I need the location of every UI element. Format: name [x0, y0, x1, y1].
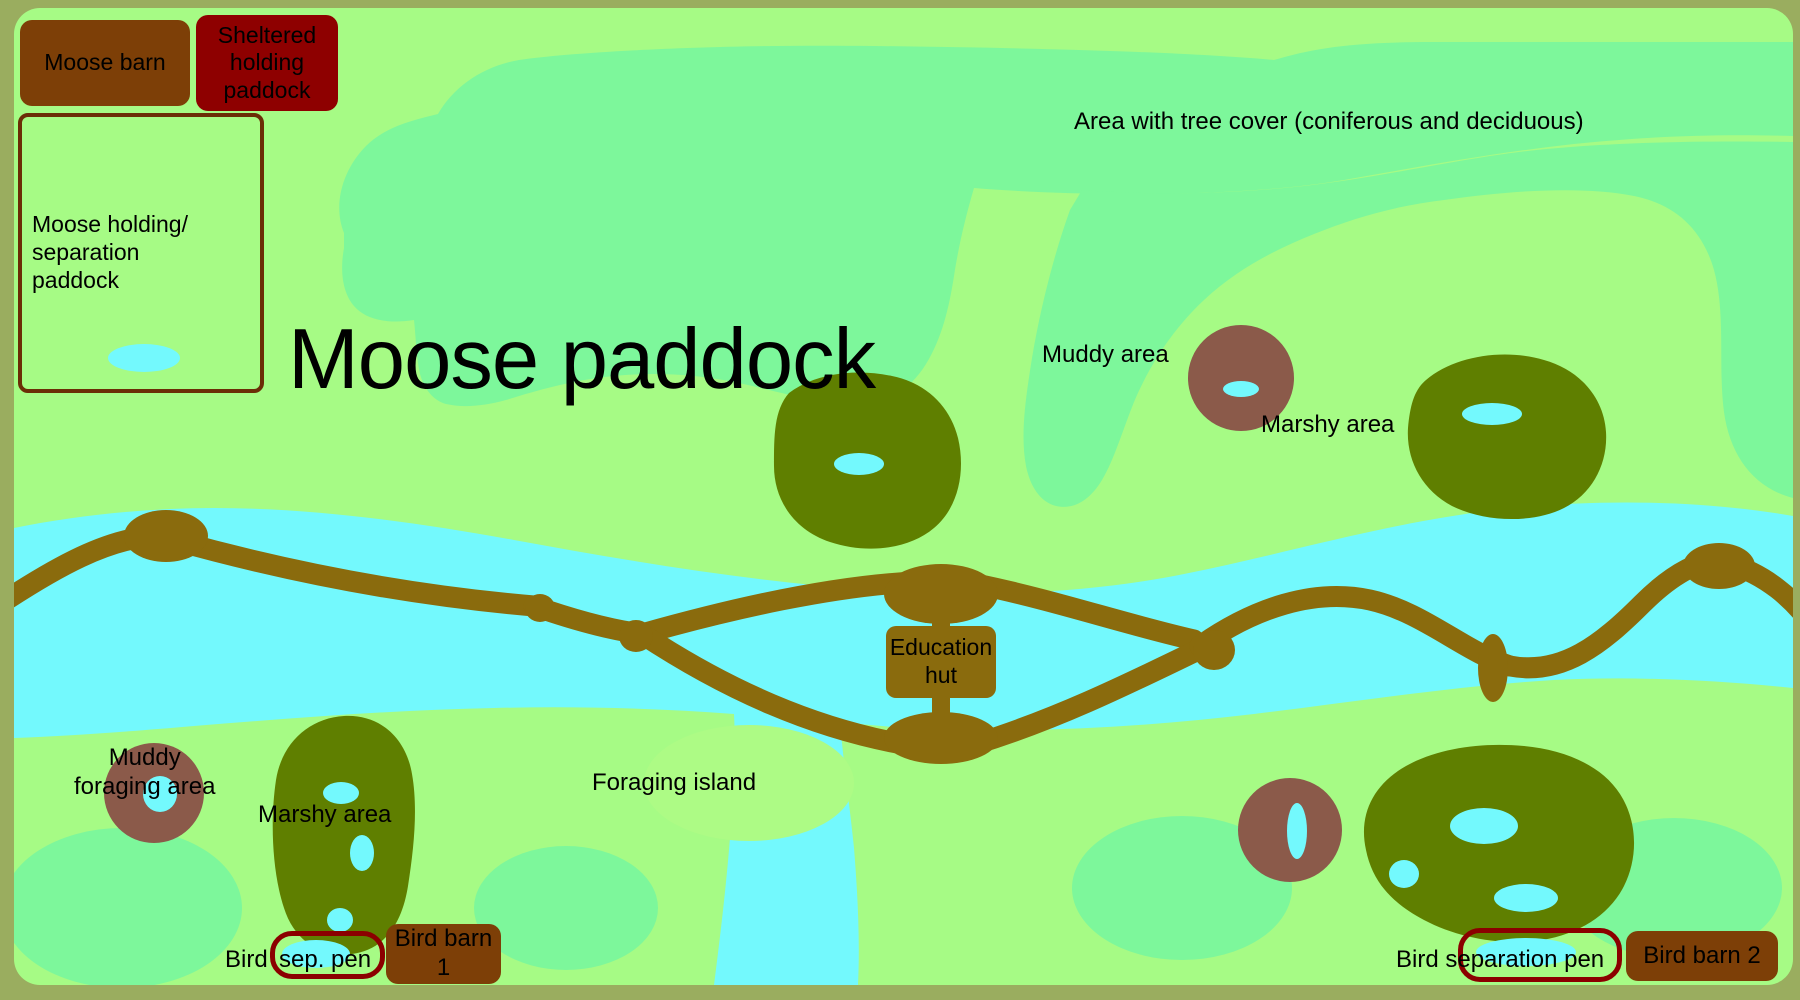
- marsh-pool-se-2: [1389, 860, 1419, 888]
- marshy-patch-northeast: [1407, 354, 1607, 520]
- bird-label-prefix-left: Bird: [225, 946, 268, 973]
- bird-separation-pen-2-label: Bird separation pen: [1396, 946, 1605, 973]
- marsh-pool-sw-2: [350, 835, 374, 871]
- path-node-f: [1683, 543, 1755, 589]
- hut-connector-bottom: [932, 688, 950, 738]
- clearing-southwest: [14, 828, 242, 985]
- clearing-south-mid: [474, 846, 658, 970]
- paddock-field: Moose barn Sheltered holding paddock Moo…: [14, 8, 1793, 985]
- moose-barn-structure[interactable]: Moose barn: [20, 20, 190, 106]
- bird-barn-2-structure[interactable]: Bird barn 2: [1626, 931, 1778, 981]
- moose-holding-separation-paddock-label: Moose holding/ separation paddock: [32, 211, 188, 294]
- marsh-pool-northeast: [1462, 403, 1522, 425]
- clearing-south-east-1: [1072, 816, 1292, 960]
- path-node-a: [124, 510, 208, 562]
- foraging-island: [644, 725, 854, 841]
- page-title: Moose paddock: [288, 312, 876, 407]
- bird-separation-pen-1-label: sep. pen: [279, 946, 372, 973]
- river: [14, 502, 1793, 985]
- tree-cover-label: Area with tree cover (coniferous and dec…: [1074, 108, 1584, 135]
- path-node-hut-top: [884, 564, 998, 624]
- path-node-b: [525, 594, 555, 622]
- bird-barn-1-structure[interactable]: Bird barn 1: [386, 924, 501, 984]
- marsh-pool-sw-1: [323, 782, 359, 804]
- path-segment-c-hutbottom: [631, 623, 925, 757]
- path-network: [14, 510, 1793, 764]
- muddy-patch-northeast: [1188, 325, 1294, 431]
- mud-pool-northeast: [1223, 381, 1259, 397]
- tree-cover-region-north: [339, 42, 1793, 407]
- marsh-pool-se-3: [1494, 884, 1558, 912]
- path-node-overlook: [1478, 634, 1508, 702]
- path-node-d: [1193, 630, 1235, 670]
- marshy-patch-southwest: [272, 715, 415, 955]
- marshy-patch-southeast: [1363, 744, 1635, 942]
- muddy-foraging-area-label: Muddy foraging area: [74, 744, 216, 801]
- moose-holding-separation-paddock-outline[interactable]: [18, 113, 264, 393]
- mud-pool-southeast: [1287, 803, 1307, 859]
- marsh-pool-se-1: [1450, 808, 1518, 844]
- marshy-area-northeast-label: Marshy area: [1261, 411, 1395, 438]
- muddy-area-northeast-label: Muddy area: [1042, 341, 1169, 368]
- marsh-pool-sw-3: [327, 908, 353, 932]
- bird-pen-1-pool: [282, 940, 350, 968]
- path-segment-c-huttop: [631, 571, 925, 645]
- path-segment-d-e: [1189, 586, 1521, 677]
- sheltered-holding-paddock-structure[interactable]: Sheltered holding paddock: [196, 15, 338, 111]
- tree-cover-region-east: [1023, 141, 1793, 507]
- bird-pen-2-pool: [1476, 938, 1576, 966]
- foraging-island-label: Foraging island: [592, 769, 757, 796]
- path-node-c: [619, 620, 653, 652]
- bird-separation-pen-1-outline[interactable]: [270, 931, 385, 979]
- holding-paddock-pool: [108, 344, 180, 372]
- education-hut-structure[interactable]: Education hut: [886, 626, 996, 698]
- terrain-layer: [14, 42, 1793, 985]
- marsh-pool-center: [834, 453, 884, 475]
- mud-pool-foraging: [143, 776, 177, 812]
- bird-separation-pen-2-outline[interactable]: [1458, 928, 1622, 982]
- path-segment-huttop-d: [965, 573, 1205, 651]
- path-segment-hutbottom-d: [965, 641, 1205, 755]
- path-segment-a-b: [163, 529, 545, 617]
- marshy-area-southwest-label: Marshy area: [258, 801, 392, 828]
